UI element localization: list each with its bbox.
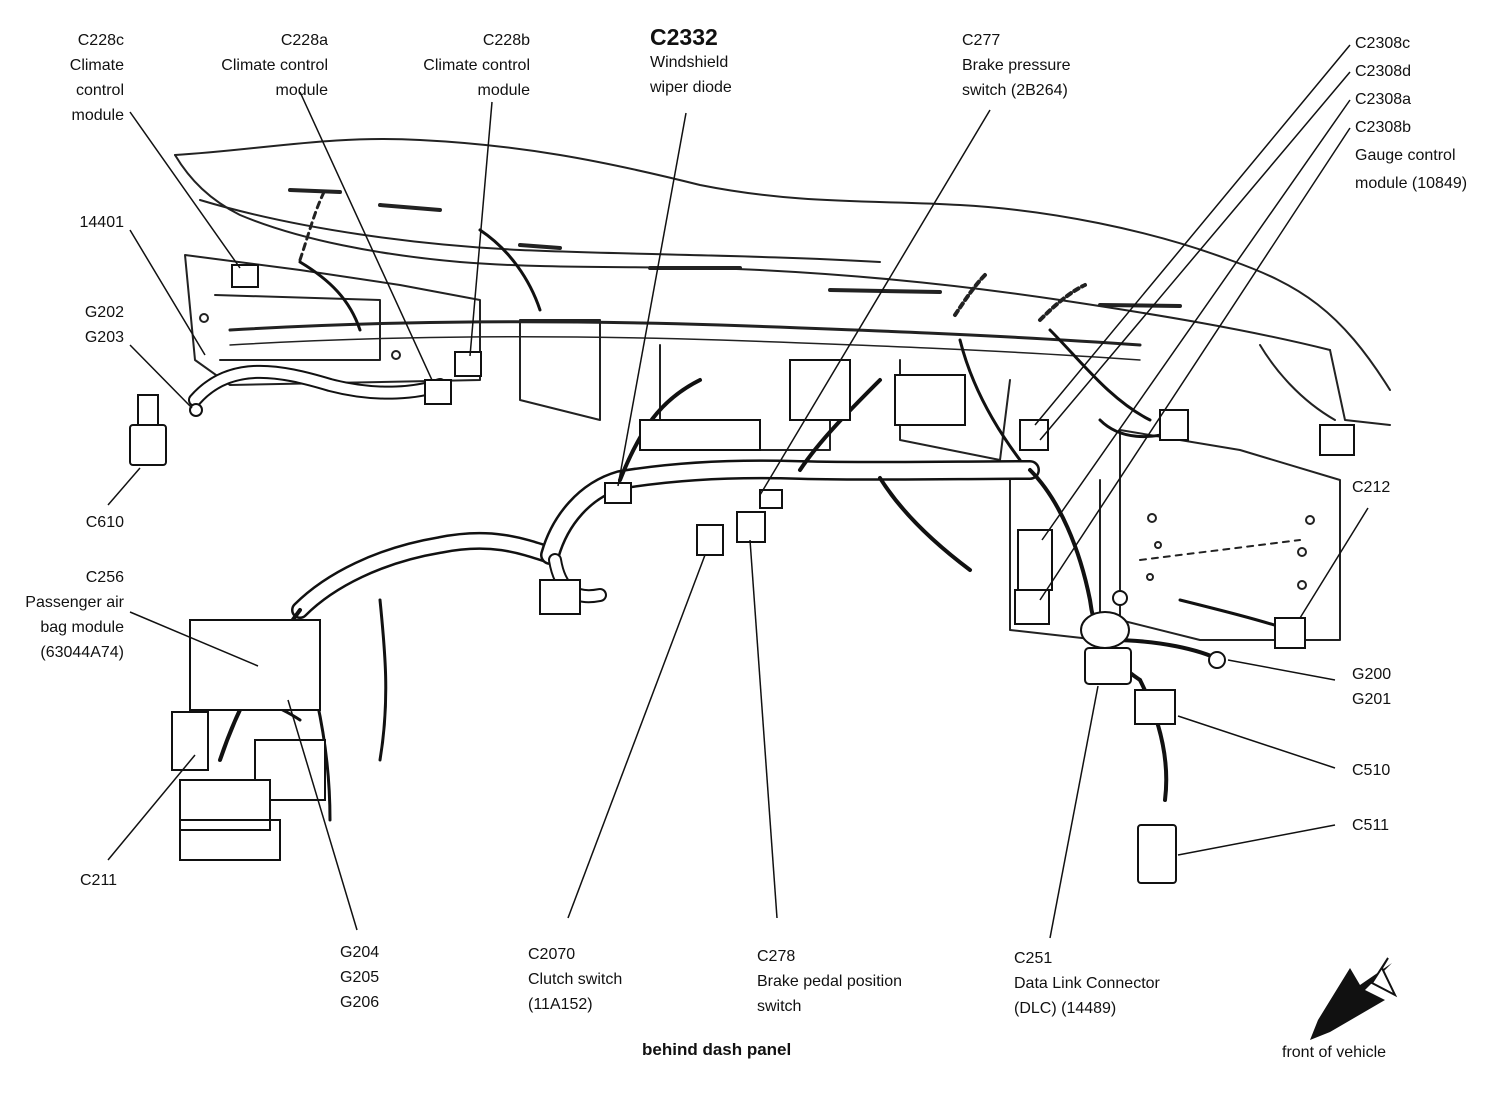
connector-c2308 [1017,529,1053,591]
connector-c278 [736,511,766,543]
connector-c251 [1084,647,1132,685]
label-c610: C610 [85,514,124,531]
connector-c228b [454,351,482,377]
leader-lines [107,44,1369,939]
label-c211: C211 [80,872,118,889]
front-of-vehicle-arrow [1310,957,1398,1040]
front-of-vehicle-label: front of vehicle [1282,1044,1387,1061]
label-c212: C212 [1352,479,1391,496]
wiring-harness [188,228,1292,822]
connector-blocks [129,264,1355,884]
connector-c510 [1134,689,1176,725]
connector-c511 [1137,824,1177,884]
label-c510: C510 [1352,762,1391,779]
label-14401: 14401 [79,214,125,231]
diagram-caption: behind dash panel [642,1040,792,1059]
connector-c228a [424,379,452,405]
connector-c2070 [696,524,724,556]
connector-c228c [231,264,259,288]
label-c511: C511 [1352,817,1390,834]
connector-c212 [1274,617,1306,649]
connector-c610 [129,424,167,466]
dash-panel-drawing [174,138,1391,641]
